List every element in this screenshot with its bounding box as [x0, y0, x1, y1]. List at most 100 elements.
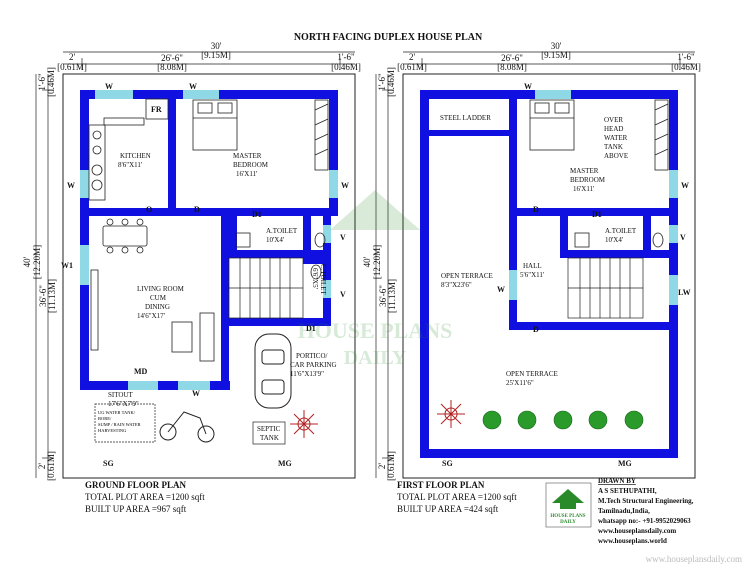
first-door-mark: D — [533, 205, 539, 214]
first-plan-caption: FIRST FLOOR PLAN — [397, 480, 485, 490]
dim-side-top-m: [0.46M] — [46, 67, 56, 97]
ground-window-mark: W — [105, 82, 113, 91]
first-plot-area: TOTAL PLOT AREA =1200 sqft — [397, 492, 517, 502]
ground-main-gate-mark: MG — [278, 459, 292, 468]
ground-ctoilet-size: 6'6"X5' — [311, 268, 319, 289]
dim-top-total-m: [9.15M] — [201, 50, 231, 60]
motorbike-icon — [159, 411, 215, 443]
dim-top-right-m: [0.46M] — [331, 62, 361, 72]
author-whatsapp: whatsapp no:- +91-9952029063 — [598, 517, 691, 525]
first-oht-label-1: OVER — [604, 116, 623, 124]
dim-side-top-m: [0.46M] — [386, 67, 396, 97]
ground-plot-area: TOTAL PLOT AREA =1200 sqft — [85, 492, 205, 502]
ground-sump-label-3: SUMP / RAIN WATER — [98, 422, 141, 427]
first-built-area: BUILT UP AREA =424 sqft — [397, 504, 499, 514]
first-oht-label-3: WATER — [604, 134, 628, 142]
first-vent-mark: V — [680, 233, 686, 242]
bed-icon — [192, 99, 238, 151]
author-location: Tamilnadu,India, — [598, 507, 650, 515]
car-icon — [254, 333, 292, 409]
ground-fridge-mark: FR — [151, 105, 162, 114]
dim-top-mid-m: [8.08M] — [157, 62, 187, 72]
first-terrace2-size: 25'X11'6" — [506, 379, 534, 387]
ground-built-area: BUILT UP AREA =967 sqft — [85, 504, 187, 514]
first-window-mark: W — [681, 181, 689, 190]
dim-side-total-m: [12.20M] — [32, 245, 42, 279]
dim-side-total-ft: 40' — [362, 256, 372, 267]
first-bedroom-label: BEDROOM — [570, 176, 606, 184]
staircase — [228, 257, 304, 319]
ground-floor-plan: 30' [9.15M] 2' [0.61M] 26'-6" [8.08M] 1'… — [22, 41, 361, 514]
ground-atoilet-size: 10'X4' — [266, 236, 284, 244]
author-degree: M.Tech Structural Engineering, — [598, 497, 694, 505]
bed-icon — [529, 99, 575, 151]
sump-box — [94, 403, 156, 443]
dim-top-left-m: [0.61M] — [397, 62, 427, 72]
toilet-fixtures — [574, 232, 664, 248]
watermark: HOUSE PLANS DAILY — [298, 190, 453, 369]
first-window-mark: W — [497, 285, 505, 294]
first-hall-size: 5'6"X11' — [520, 271, 544, 279]
dim-side-mid-ft: 36'-6" — [378, 285, 388, 307]
company-logo: HOUSE PLANS DAILY — [545, 482, 592, 528]
dim-side-bot-m: [0.61M] — [46, 451, 56, 481]
first-atoilet-label: A.TOILET — [605, 227, 637, 235]
first-terrace1-size: 8'3"X23'6" — [441, 281, 472, 289]
logo-text-1: HOUSE PLANS — [550, 514, 585, 519]
ground-small-gate-mark: SG — [103, 459, 114, 468]
ground-window-mark: W — [192, 389, 200, 398]
dim-side-top-ft: 1'-6" — [37, 73, 47, 91]
ground-vent-mark: V — [340, 233, 346, 242]
dim-top-total-ft: 30' — [211, 41, 222, 51]
ground-plan-caption: GROUND FLOOR PLAN — [85, 480, 187, 490]
dim-side-total-ft: 40' — [22, 256, 32, 267]
ground-sump-label-4: HARVESTING — [98, 428, 127, 433]
first-terrace1-label: OPEN TERRACE — [441, 272, 493, 280]
ground-window-mark: W — [341, 181, 349, 190]
ground-carpark-label: CAR PARKING — [290, 361, 337, 369]
first-small-gate-mark: SG — [442, 459, 453, 468]
dim-top-left-ft: 2' — [409, 52, 416, 62]
staircase — [567, 257, 644, 319]
ground-dimensions — [35, 51, 355, 478]
dim-top-total-ft: 30' — [551, 41, 562, 51]
dim-side-mid-ft: 36'-6" — [38, 285, 48, 307]
first-oht-label-5: ABOVE — [604, 152, 628, 160]
first-door-mark: D — [533, 325, 539, 334]
ground-sitout-size: 17'6"X7'9" — [108, 400, 139, 408]
first-window-mark: W — [524, 82, 532, 91]
first-floor-plan: 30' [9.15M] 2' [0.61M] 26'-6" [8.08M] 1'… — [362, 41, 701, 514]
footer-url: www.houseplansdaily.com — [646, 554, 742, 564]
septic-box — [252, 421, 286, 445]
watermark-text-1: HOUSE PLANS — [298, 318, 453, 343]
ground-living-label-1: LIVING ROOM — [137, 285, 185, 293]
first-master-size: 16'X11' — [573, 185, 594, 193]
first-main-gate-mark: MG — [618, 459, 632, 468]
drawing-title: NORTH FACING DUPLEX HOUSE PLAN — [294, 32, 483, 43]
dim-top-left-m: [0.61M] — [57, 62, 87, 72]
dim-side-mid-m: [11.13M] — [47, 279, 57, 313]
ground-walls — [80, 90, 338, 390]
first-door1-mark: D1 — [592, 210, 602, 219]
kitchen-counter — [88, 98, 169, 201]
ground-door-mark: D — [194, 205, 200, 214]
first-ladder-label: STEEL LADDER — [440, 114, 491, 122]
ground-septic-label-2: TANK — [260, 434, 279, 442]
dining-table-icon — [102, 218, 148, 254]
dim-side-total-m: [12.20M] — [372, 245, 382, 279]
ground-sump-label-2: BORE/ — [98, 416, 112, 421]
first-atoilet-size: 10'X4' — [605, 236, 623, 244]
sofa-icon — [90, 269, 215, 362]
ground-vent-mark: V — [340, 290, 346, 299]
ground-sitout-label: SITOUT — [108, 391, 133, 399]
dim-top-mid-m: [8.08M] — [497, 62, 527, 72]
ground-master-size: 16'X11' — [236, 170, 257, 178]
dim-top-left-ft: 2' — [69, 52, 76, 62]
ground-living-label-3: DINING — [145, 303, 170, 311]
first-dimensions — [375, 51, 695, 478]
plant-pots — [482, 410, 644, 430]
ground-living-label-2: CUM — [150, 294, 167, 302]
dim-side-bot-m: [0.61M] — [386, 451, 396, 481]
ground-ctoilet-label: C.TOILET — [319, 264, 327, 296]
